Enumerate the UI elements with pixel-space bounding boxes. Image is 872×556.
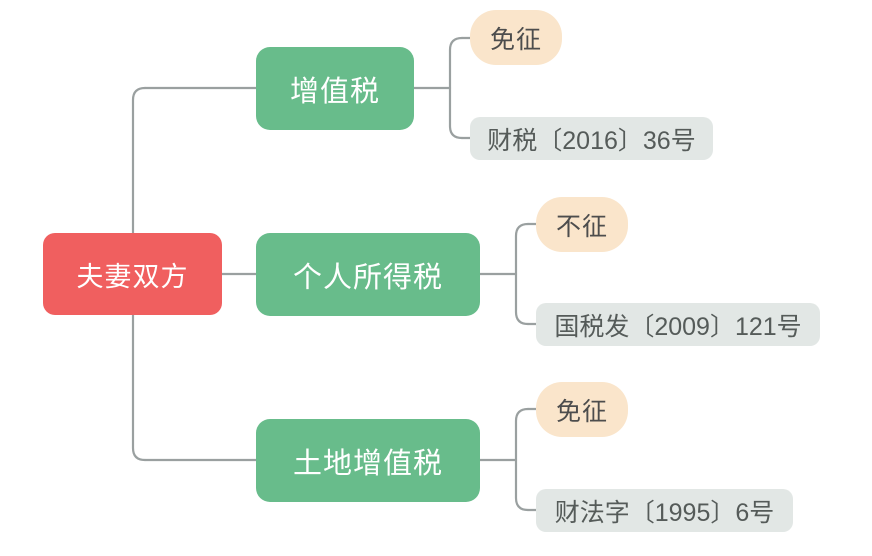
connector-branch-2-spine xyxy=(514,407,530,512)
branch-node-2[interactable]: 土地增值税 xyxy=(256,419,480,502)
reference-node-0-label: 财税〔2016〕36号 xyxy=(487,126,696,155)
reference-node-1-label: 国税发〔2009〕121号 xyxy=(554,312,802,341)
branch-node-0-label: 增值税 xyxy=(289,75,380,108)
status-node-2-label: 免征 xyxy=(555,397,608,426)
connector-branch-0-spine xyxy=(448,36,464,140)
status-node-2[interactable]: 免征 xyxy=(536,382,628,437)
status-node-0-label: 免征 xyxy=(489,25,542,54)
connector-branch-1-spine xyxy=(514,222,530,326)
status-node-0[interactable]: 免征 xyxy=(470,10,562,65)
status-node-1[interactable]: 不征 xyxy=(536,197,628,252)
reference-node-2[interactable]: 财法字〔1995〕6号 xyxy=(536,489,793,532)
branch-node-2-label: 土地增值税 xyxy=(292,447,443,480)
branch-node-1[interactable]: 个人所得税 xyxy=(256,233,480,316)
root-node-label: 夫妻双方 xyxy=(76,261,189,292)
reference-node-1[interactable]: 国税发〔2009〕121号 xyxy=(536,303,820,346)
root-node[interactable]: 夫妻双方 xyxy=(43,233,222,315)
reference-node-2-label: 财法字〔1995〕6号 xyxy=(554,498,775,527)
status-node-1-label: 不征 xyxy=(555,212,608,241)
branch-node-0[interactable]: 增值税 xyxy=(256,47,414,130)
reference-node-0[interactable]: 财税〔2016〕36号 xyxy=(470,117,713,160)
branch-node-1-label: 个人所得税 xyxy=(292,261,443,294)
